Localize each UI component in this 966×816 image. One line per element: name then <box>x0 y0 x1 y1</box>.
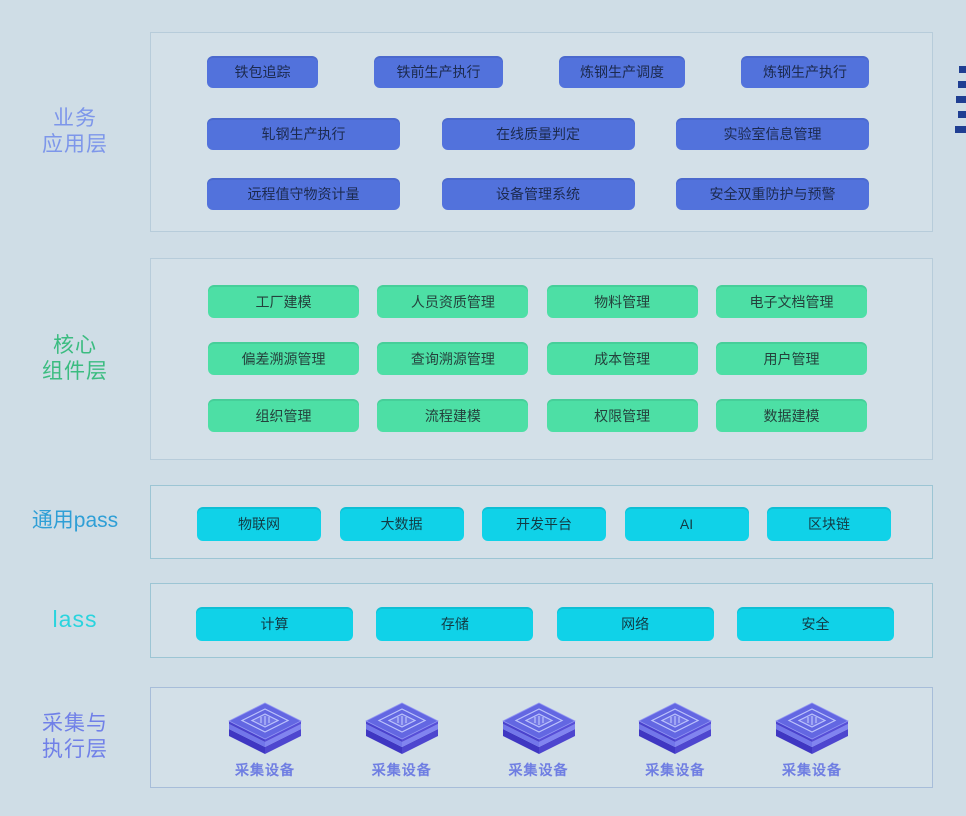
paas-button: 区块链 <box>767 507 891 541</box>
label-line: 核心 <box>53 334 97 357</box>
device-item: 采集设备 <box>633 697 717 780</box>
button-row: 组织管理 流程建模 权限管理 数据建模 <box>208 399 867 432</box>
business-application-layer-label: 业务 应用层 <box>0 106 150 158</box>
label-line: 业务 <box>53 107 97 130</box>
paas-button: 开发平台 <box>482 507 606 541</box>
biz-app-button: 轧钢生产执行 <box>207 118 400 150</box>
core-component-button: 成本管理 <box>546 342 698 375</box>
button-row: 偏差溯源管理 查询溯源管理 成本管理 用户管理 <box>208 342 867 375</box>
core-component-button: 权限管理 <box>546 399 698 432</box>
collection-execution-layer-label: 采集与 执行层 <box>0 711 150 763</box>
edge-mark <box>955 126 966 133</box>
device-item: 采集设备 <box>223 697 307 780</box>
core-component-button: 组织管理 <box>208 399 359 432</box>
device-row: 采集设备 采集设备 <box>223 697 854 780</box>
device-cube-icon <box>638 702 713 754</box>
paas-button: AI <box>624 507 749 541</box>
button-row: 计算 存储 网络 安全 <box>196 607 894 641</box>
core-component-button: 用户管理 <box>715 342 867 375</box>
iaas-button: 安全 <box>736 607 894 641</box>
iaas-button: 计算 <box>196 607 353 641</box>
core-component-button: 流程建模 <box>377 399 529 432</box>
biz-app-button: 设备管理系统 <box>441 178 635 210</box>
paas-layer-label: 通用pass <box>31 509 119 532</box>
core-component-button: 电子文档管理 <box>715 285 867 318</box>
edge-mark <box>956 96 966 103</box>
core-component-button: 物料管理 <box>546 285 698 318</box>
device-cube-icon <box>364 702 439 754</box>
button-row: 轧钢生产执行 在线质量判定 实验室信息管理 <box>207 118 869 150</box>
label-line: 采集与 <box>42 712 108 735</box>
paas-button: 物联网 <box>197 507 321 541</box>
device-cube-icon <box>775 702 849 754</box>
device-cube-icon <box>501 702 576 754</box>
biz-app-button: 铁包追踪 <box>207 56 318 88</box>
biz-app-button: 在线质量判定 <box>441 118 635 150</box>
biz-app-button: 安全双重防护与预警 <box>676 178 869 210</box>
core-component-button: 查询溯源管理 <box>377 342 529 375</box>
business-application-section: 铁包追踪 铁前生产执行 炼钢生产调度 炼钢生产执行 轧钢生产执行 在线质量判定 … <box>150 32 933 232</box>
biz-app-button: 远程值守物资计量 <box>207 178 400 210</box>
edge-mark <box>958 81 966 88</box>
label-line: 执行层 <box>42 738 108 761</box>
biz-app-button: 炼钢生产执行 <box>741 56 869 88</box>
device-item: 采集设备 <box>770 697 854 780</box>
biz-app-button: 炼钢生产调度 <box>559 56 685 88</box>
edge-mark <box>958 111 966 118</box>
button-row: 物联网 大数据 开发平台 AI 区块链 <box>197 507 891 541</box>
paas-section: 物联网 大数据 开发平台 AI 区块链 <box>150 485 933 559</box>
device-cube-icon <box>228 702 302 754</box>
iaas-layer-label: lass <box>52 606 98 632</box>
button-row: 远程值守物资计量 设备管理系统 安全双重防护与预警 <box>207 178 869 210</box>
device-label: 采集设备 <box>235 762 295 778</box>
device-item: 采集设备 <box>360 697 444 780</box>
iaas-button: 存储 <box>376 607 534 641</box>
core-component-section: 工厂建模 人员资质管理 物料管理 电子文档管理 偏差溯源管理 查询溯源管理 成本… <box>150 258 933 460</box>
edge-mark <box>959 66 966 73</box>
core-component-button: 数据建模 <box>715 399 867 432</box>
device-label: 采集设备 <box>508 762 569 778</box>
iaas-section: 计算 存储 网络 安全 <box>150 583 933 658</box>
label-line: 应用层 <box>42 133 108 156</box>
device-item: 采集设备 <box>497 697 581 780</box>
paas-button: 大数据 <box>339 507 464 541</box>
core-component-button: 人员资质管理 <box>377 285 529 318</box>
core-component-button: 工厂建模 <box>208 285 359 318</box>
button-row: 铁包追踪 铁前生产执行 炼钢生产调度 炼钢生产执行 <box>207 56 869 88</box>
device-label: 采集设备 <box>371 762 432 778</box>
device-label: 采集设备 <box>782 762 842 778</box>
collection-execution-section: 采集设备 采集设备 <box>150 687 933 788</box>
core-component-button: 偏差溯源管理 <box>208 342 359 375</box>
button-row: 工厂建模 人员资质管理 物料管理 电子文档管理 <box>208 285 867 318</box>
biz-app-button: 实验室信息管理 <box>676 118 869 150</box>
label-line: 组件层 <box>42 360 108 383</box>
biz-app-button: 铁前生产执行 <box>374 56 503 88</box>
device-label: 采集设备 <box>645 762 706 778</box>
core-component-layer-label: 核心 组件层 <box>0 333 150 385</box>
iaas-button: 网络 <box>556 607 714 641</box>
